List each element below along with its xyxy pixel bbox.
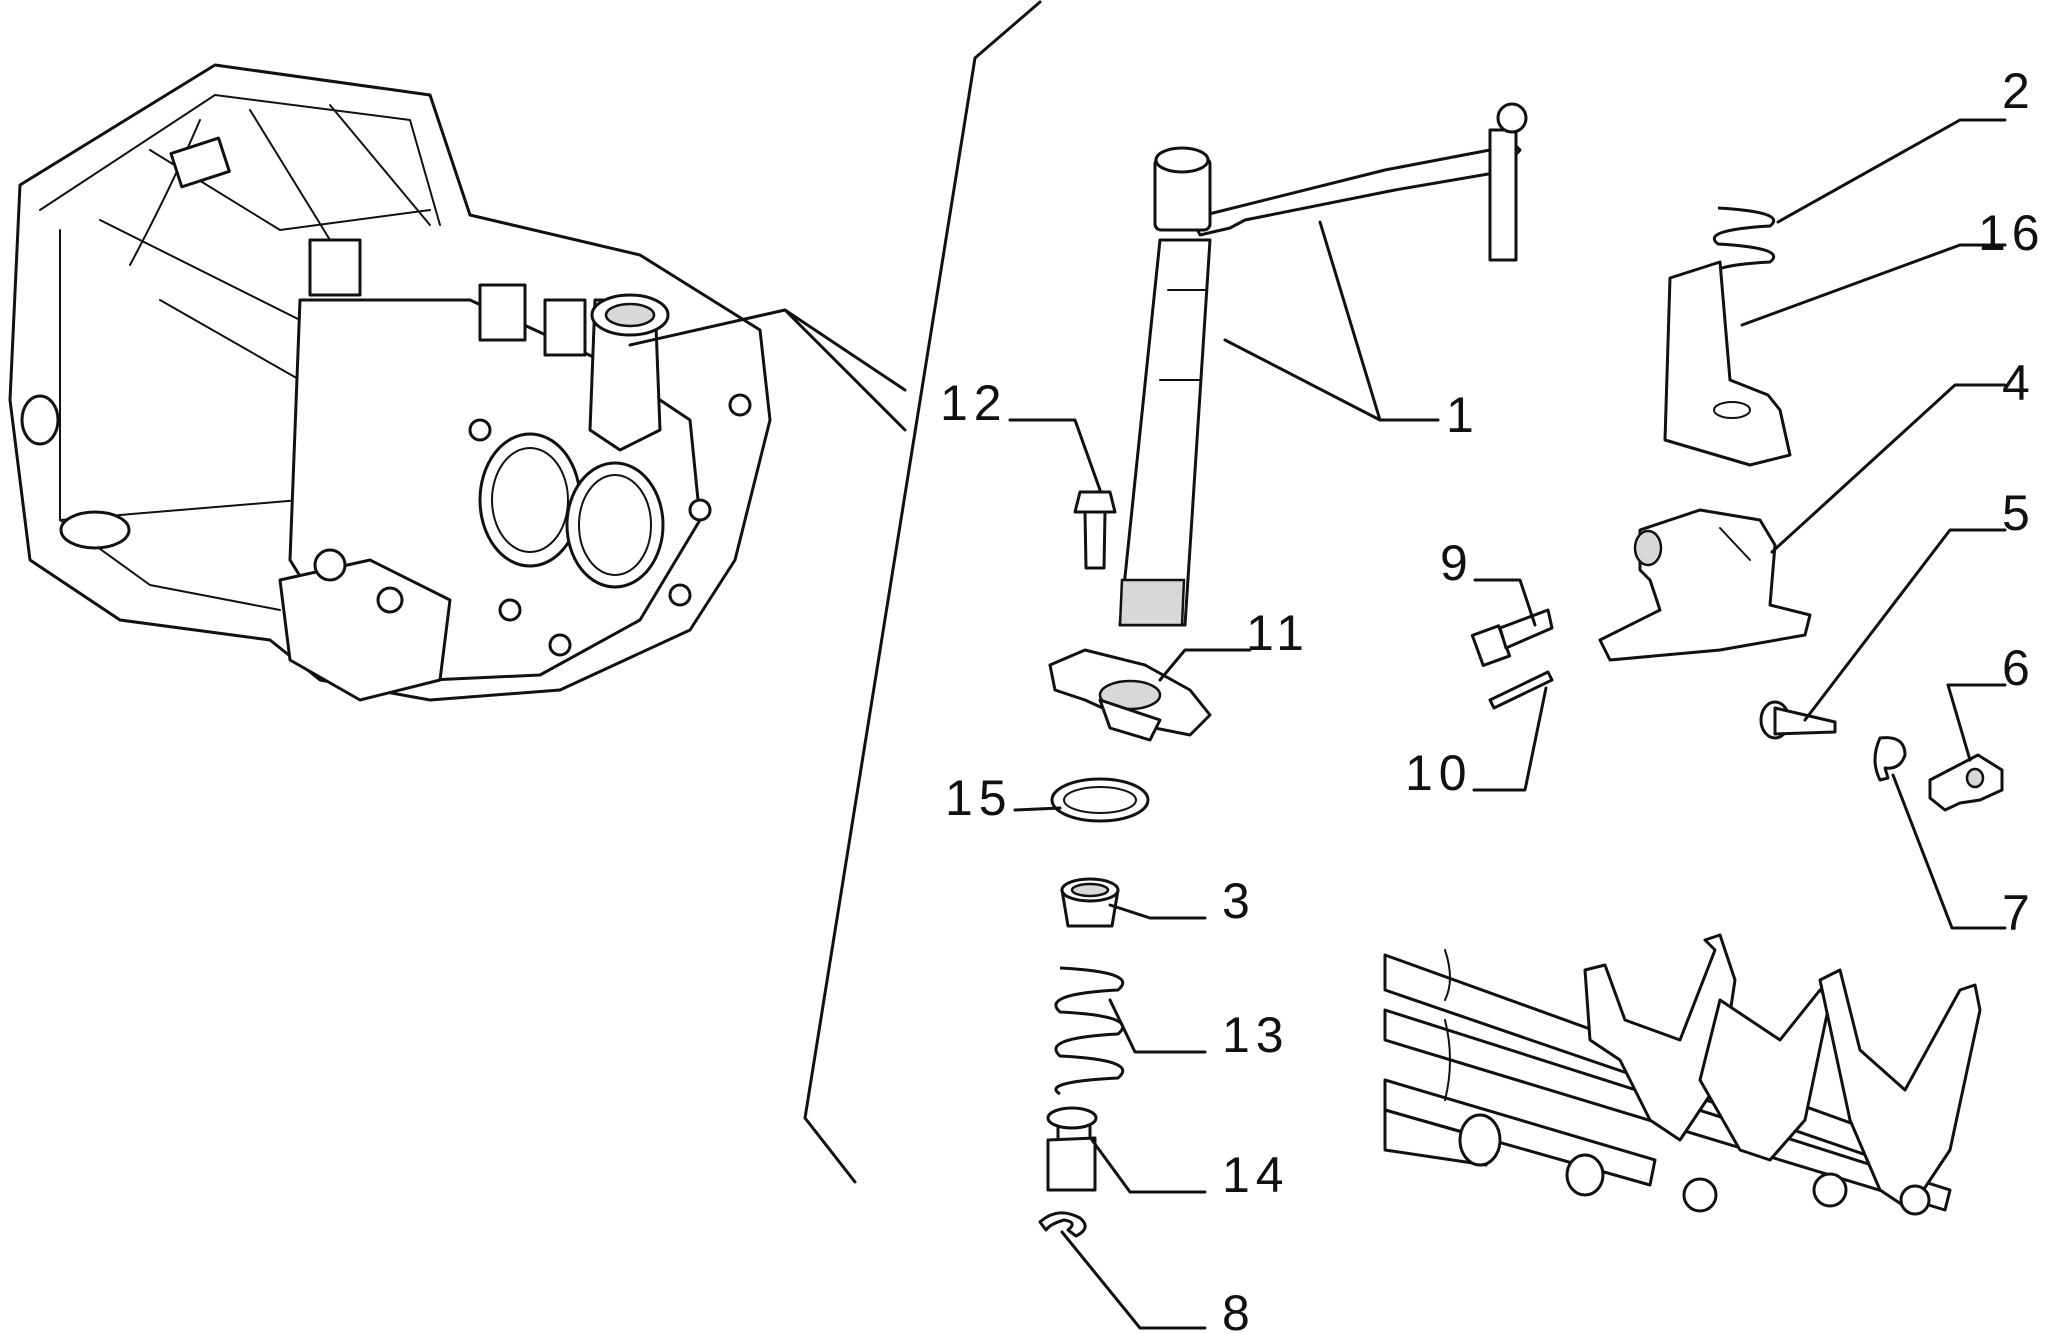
selector-finger-part-4 — [1598, 508, 1812, 662]
callout-8-leader — [1060, 1230, 1207, 1330]
spring-part-2 — [1712, 206, 1776, 280]
clip-part-7 — [1873, 736, 1907, 782]
callout-label-6: 6 — [2002, 640, 2036, 696]
callout-11-leader — [1158, 648, 1252, 682]
flange-part-11 — [1048, 648, 1212, 742]
callout-label-9: 9 — [1440, 535, 1474, 591]
cam-part-6 — [1928, 753, 2004, 812]
callout-2-leader — [1776, 118, 2007, 224]
callout-label-4: 4 — [2002, 355, 2036, 411]
o-ring-part-15 — [1050, 777, 1150, 823]
callout-3-leader — [1108, 903, 1207, 920]
circlip-part-8 — [1038, 1211, 1087, 1238]
shift-forks-rods-illustration — [1383, 933, 1982, 1216]
cup-part-3 — [1060, 877, 1120, 928]
callout-label-14: 14 — [1222, 1147, 1290, 1203]
bushing-part-14 — [1046, 1106, 1098, 1192]
callout-14-leader — [1090, 1138, 1207, 1194]
callout-7-leader — [1891, 773, 2007, 930]
detail-boundary-line — [803, 0, 1042, 1184]
callout-5-leader — [1803, 528, 2007, 722]
pin-part-10 — [1488, 670, 1554, 710]
bolt-part-9 — [1470, 608, 1554, 667]
callout-label-12: 12 — [940, 375, 1008, 431]
callout-label-2: 2 — [2002, 63, 2036, 119]
callout-1-leader — [1223, 220, 1440, 422]
callout-13-leader — [1108, 998, 1207, 1054]
callout-6-leader — [1946, 683, 2007, 762]
plunger-part-5 — [1759, 700, 1837, 740]
callout-9-leader — [1473, 578, 1537, 627]
callout-12-leader — [1008, 418, 1102, 492]
callout-16-leader — [1740, 243, 2007, 327]
callout-label-15: 15 — [945, 770, 1013, 826]
spring-part-13 — [1054, 966, 1125, 1096]
housing-leader-line — [628, 308, 907, 432]
callout-10-leader — [1472, 686, 1548, 792]
callout-label-16: 16 — [1978, 205, 2046, 261]
selector-shaft-part-1 — [1118, 102, 1528, 627]
bracket-part-16 — [1663, 260, 1792, 467]
callout-15-leader — [1013, 806, 1062, 812]
callout-label-3: 3 — [1222, 873, 1256, 929]
callout-label-13: 13 — [1222, 1007, 1290, 1063]
screw-part-12 — [1073, 490, 1117, 570]
callout-label-5: 5 — [2002, 485, 2036, 541]
callout-label-11: 11 — [1246, 605, 1310, 661]
callout-4-leader — [1770, 383, 2007, 554]
gearbox-housing-illustration — [8, 63, 772, 702]
callout-label-8: 8 — [1222, 1285, 1256, 1334]
callout-label-1: 1 — [1446, 387, 1480, 443]
callout-label-10: 10 — [1405, 745, 1473, 801]
callout-labels: 1 2 3 4 5 6 7 8 9 10 11 12 13 14 15 16 — [940, 63, 2046, 1334]
callout-label-7: 7 — [2002, 885, 2036, 941]
